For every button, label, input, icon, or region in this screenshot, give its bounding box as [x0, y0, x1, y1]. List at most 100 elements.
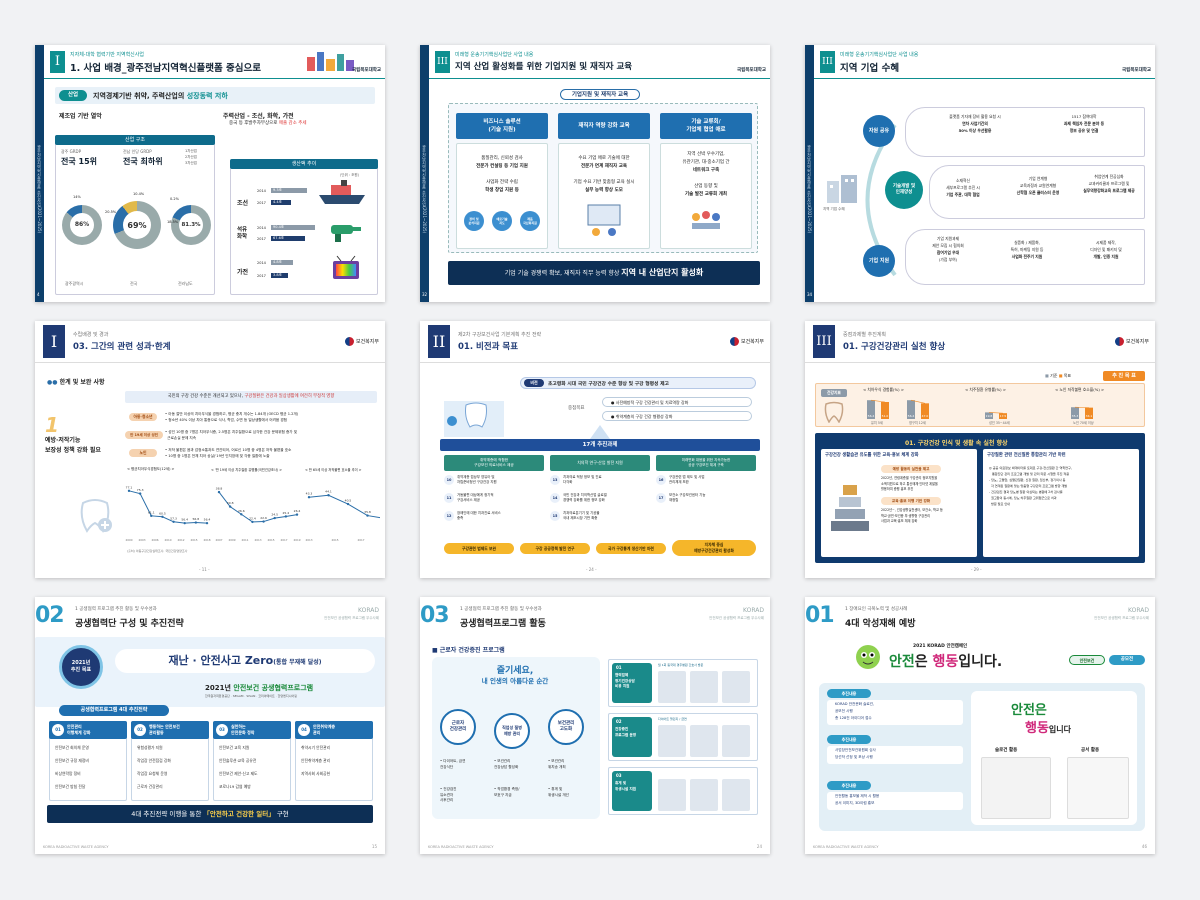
slide-3-regional-benefits[interactable]: 광주전남지역혁신플랫폼 추진사업(2021~2025) 34 III 미래형 운…	[805, 45, 1155, 302]
step-line: 공서 이미지, 3D이럼 홍보	[835, 801, 875, 805]
year-label: 2017	[257, 237, 266, 241]
arrow-banner	[440, 425, 760, 439]
task-number: 15	[550, 511, 560, 521]
goal-tag: 중점목표	[568, 406, 585, 411]
metric-tag: 건강지표	[821, 389, 847, 397]
strategy-item: 안전보건 규정 재정비	[55, 758, 89, 763]
year-tick: 2000	[125, 538, 132, 542]
step-pill: 추진내용	[827, 735, 871, 744]
slide-7-cooperation-strategy[interactable]: 02 1 공생협력 프로그램 추진 활동 및 우수성과 공생협력단 구성 및 추…	[35, 597, 385, 854]
data-label: 57.3	[170, 516, 177, 520]
tv-icon	[333, 255, 359, 279]
slide-header: 02 1 공생협력 프로그램 추진 활동 및 우수성과 공생협력단 구성 및 추…	[35, 597, 385, 637]
slide-1-industry-background[interactable]: 광주전남지역혁신플랫폼 추진사업(2021~2025) 4 I 지자체-대학 협…	[35, 45, 385, 302]
bullet-item: • 다이어트, 금연 건강식단	[440, 759, 466, 769]
right-note: 중국 등 후발주자부상으로 매출 감소 추세	[229, 121, 307, 126]
grdp2-label: 전남 인당 GRDP	[123, 149, 152, 154]
training-illustration-icon	[587, 204, 621, 236]
header-title: 공생협력단 구성 및 추진전략	[75, 619, 184, 629]
trend-arrow	[870, 399, 886, 403]
bar-2017	[271, 236, 305, 241]
section-title: 01. 구강건강 인식 및 생활 속 실천 향상	[905, 440, 1008, 447]
data-point	[273, 516, 276, 520]
vertical-caption: 광주전남지역혁신플랫폼 추진사업(2021~2025)	[807, 145, 812, 234]
step-box	[827, 746, 963, 764]
footer: KOREA RADIOACTIVE WASTE AGENCY	[813, 845, 879, 849]
target-bar	[921, 403, 929, 419]
bullet-item: • 보건관리 위치송 개최	[548, 759, 566, 769]
header-title: 01. 구강건강관리 실천 향상	[843, 342, 946, 352]
year-tick: 2003	[138, 538, 145, 542]
step-number: 01	[616, 665, 622, 670]
donut-gwangju: 86%	[62, 205, 102, 245]
category-tag: 산업	[59, 90, 87, 101]
tooth-icon	[824, 401, 844, 423]
base-bar	[985, 412, 993, 419]
strategy-number: 04	[298, 724, 310, 736]
data-label: 26.6	[238, 509, 245, 513]
slide-4-achievements-limits[interactable]: I 수립배경 및 경과 03. 그간의 관련 성과·한계 보건복지부 ●● 한계…	[35, 321, 385, 578]
university-logo: 국립목포대학교	[352, 68, 381, 73]
slide-6-oral-health-practice[interactable]: III 중점과제별 추진계획 01. 구강건강관리 실천 향상 보건복지부 ■ …	[805, 321, 1155, 578]
campaign-title: 안전은 행동입니다.	[889, 654, 1003, 670]
header-subtitle: 수립배경 및 경과	[73, 332, 109, 338]
data-point	[251, 520, 254, 524]
section-number: II	[428, 325, 450, 358]
strategy-item: 비상연락망 정비	[55, 771, 81, 776]
data-label: 22.4	[249, 516, 256, 520]
slide-2-corporate-support[interactable]: 광주전남지역혁신플랫폼 추진사업(2021~2025) 32 III 미래형 운…	[420, 45, 770, 302]
top-banner: 국민의 구강 건강 수준은 개선되고 있으나, 구강질환은 건강과 일상생활에 …	[125, 391, 377, 403]
donut-small-label: 18.5%	[167, 220, 179, 224]
column-body	[660, 143, 752, 249]
slide-8-program-activities[interactable]: 03 1 공생협력 프로그램 추진 활동 및 우수성과 공생협력프로그램 활동 …	[420, 597, 770, 854]
strategy-item: 위험성평가 지원	[137, 745, 163, 750]
metric-caption: 영구치 12세	[909, 421, 926, 425]
task-number: 10	[444, 475, 454, 485]
header-title: 4대 악성재해 예방	[845, 619, 916, 629]
bar-value: 9.3조	[273, 188, 282, 192]
source-note: (출처) 아동구강건강실태조사, 국민건강영양조사	[127, 549, 188, 553]
step-photo	[690, 671, 718, 703]
meeting-illustration-icon	[692, 211, 720, 229]
strategy-item: 코로나19 감염 예방	[219, 784, 251, 789]
target-value: 47.0	[922, 414, 929, 418]
program-title: 2021년 안전보건 공생협력프로그램	[205, 684, 314, 692]
year-label: 2017	[257, 201, 266, 205]
industry-name: 가전	[237, 269, 249, 276]
header-title: 01. 비전과 목표	[458, 342, 519, 352]
bullet-item: • 휴게 및 위생시설 개선	[548, 787, 569, 797]
donut-small-label: 10.4%	[133, 192, 145, 196]
year-tick: 2013	[305, 538, 312, 542]
industry-name: 조선	[237, 200, 249, 207]
trend-arrow	[988, 412, 1004, 414]
year-tick: 2011	[241, 538, 248, 542]
strategy-number: 03	[216, 724, 228, 736]
page-number: 32	[422, 292, 428, 297]
year-label: 2014	[257, 261, 266, 265]
data-point	[138, 492, 142, 495]
left-sub-tag: 예방 활동의 실천율 제고	[881, 465, 941, 473]
step-line: 당선작 선정 및 포상 시행	[835, 755, 873, 759]
goal-item: ● 취약계층의 구강 건강 형평성 강화	[602, 411, 752, 421]
bottom-pill: 국가 구강통계 생산기반 마련	[596, 543, 666, 554]
data-point	[205, 521, 209, 525]
bar-2017	[271, 273, 288, 278]
donut-small-label: 0.2%	[170, 197, 179, 201]
slide-5-vision-goals[interactable]: II 제2차 구강보건사업 기본계획 추진 전략 01. 비전과 목표 보건복지…	[420, 321, 770, 578]
